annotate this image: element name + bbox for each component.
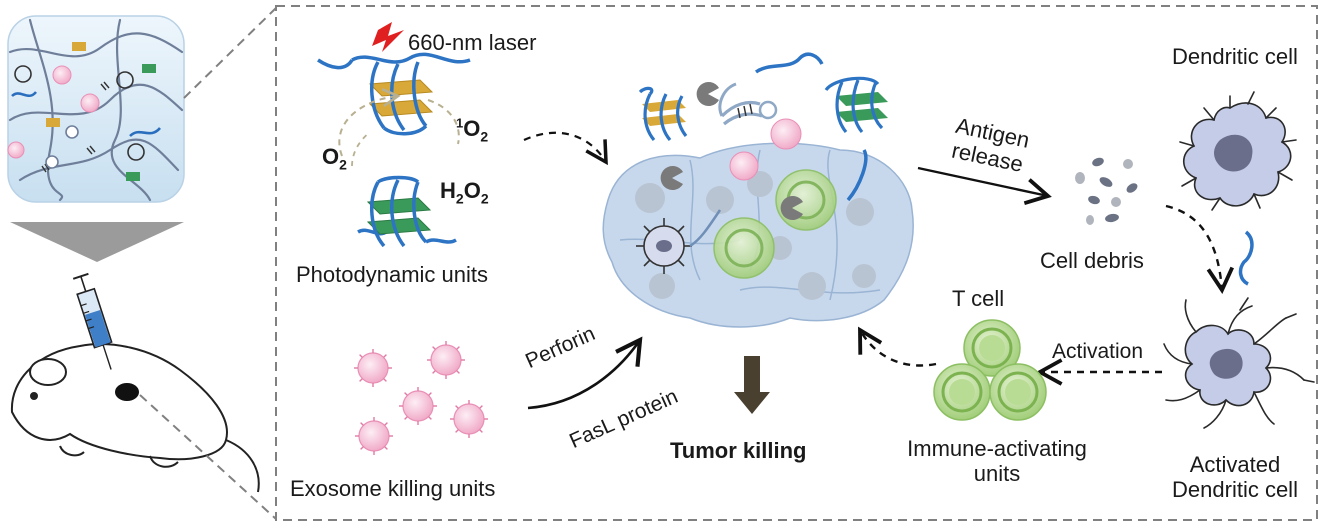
floating-hairpin	[718, 82, 778, 126]
activated-line2: Dendritic cell	[1172, 477, 1298, 503]
zoom-pointer	[10, 222, 184, 262]
laser-bolt-icon	[372, 22, 404, 52]
antigen-strand	[1238, 230, 1254, 286]
main-frame	[275, 5, 1318, 521]
immune-line1: Immune-activating	[907, 436, 1087, 461]
tumor-cluster	[602, 82, 914, 328]
exosome-killing-units-label: Exosome killing units	[290, 476, 496, 501]
singlet-oxygen-sup: 1	[456, 115, 464, 131]
tumor-killing-label: Tumor killing	[670, 438, 807, 463]
photodynamic-units-label: Photodynamic units	[296, 262, 488, 287]
floating-dna-strand	[754, 52, 824, 74]
floating-g4-gold	[638, 86, 688, 142]
peroxide-h-sub: 2	[455, 190, 464, 207]
activated-dendritic-cell-icon	[1163, 297, 1315, 429]
dendritic-cell-icon	[1179, 91, 1297, 211]
g-quadruplex-green	[357, 175, 457, 248]
t-cell-label: T cell	[952, 286, 1005, 311]
singlet-oxygen-sub: 2	[480, 128, 489, 145]
cycle-arrow-left	[338, 88, 401, 157]
hydrogel-panel	[7, 15, 185, 203]
dendritic-cell-label: Dendritic cell	[1172, 44, 1298, 69]
oxygen-label: O2	[322, 144, 347, 172]
g-quadruplex-gold	[317, 52, 471, 136]
laser-label: 660-nm laser	[408, 30, 537, 55]
zoom-line-bottom	[139, 394, 277, 520]
immune-activating-units-label: Immune-activating units	[872, 436, 1122, 487]
cell-debris-label: Cell debris	[1040, 248, 1144, 273]
t-cell-cluster	[932, 318, 1048, 422]
oxygen-base: O	[322, 144, 340, 169]
peroxide-label: H2O2	[440, 178, 489, 206]
immune-line2: units	[973, 461, 1021, 487]
arrow-tcell-to-tumor	[858, 326, 937, 367]
tumor-killing-arrow	[734, 356, 770, 414]
peroxide-o: O	[463, 178, 481, 203]
exosome-group	[353, 340, 489, 456]
activated-dendritic-cell-label: Activated Dendritic cell	[1150, 452, 1320, 503]
cycle-arrow-bottom	[351, 131, 371, 167]
singlet-oxygen-label: 1O2	[456, 115, 489, 145]
peroxide-h: H	[440, 178, 456, 203]
antigen-release-arrow	[917, 166, 1052, 206]
zoom-line-top	[183, 7, 277, 99]
arrow-to-tumor	[523, 131, 608, 166]
floating-g4-green	[824, 76, 888, 134]
activated-line1: Activated	[1189, 452, 1281, 477]
oxygen-sub: 2	[339, 156, 347, 173]
cell-debris-icon	[1075, 157, 1138, 225]
cycle-arrow-right	[427, 99, 460, 145]
arrow-exosome-to-tumor	[527, 336, 643, 410]
singlet-oxygen-base: O	[463, 116, 481, 141]
syringe	[72, 272, 113, 370]
mouse-illustration	[10, 343, 260, 493]
peroxide-o-sub: 2	[480, 190, 489, 207]
arrow-debris-to-activated	[1165, 204, 1234, 294]
activation-label: Activation	[1052, 340, 1144, 363]
tumor-dendritic-cell	[636, 218, 692, 274]
